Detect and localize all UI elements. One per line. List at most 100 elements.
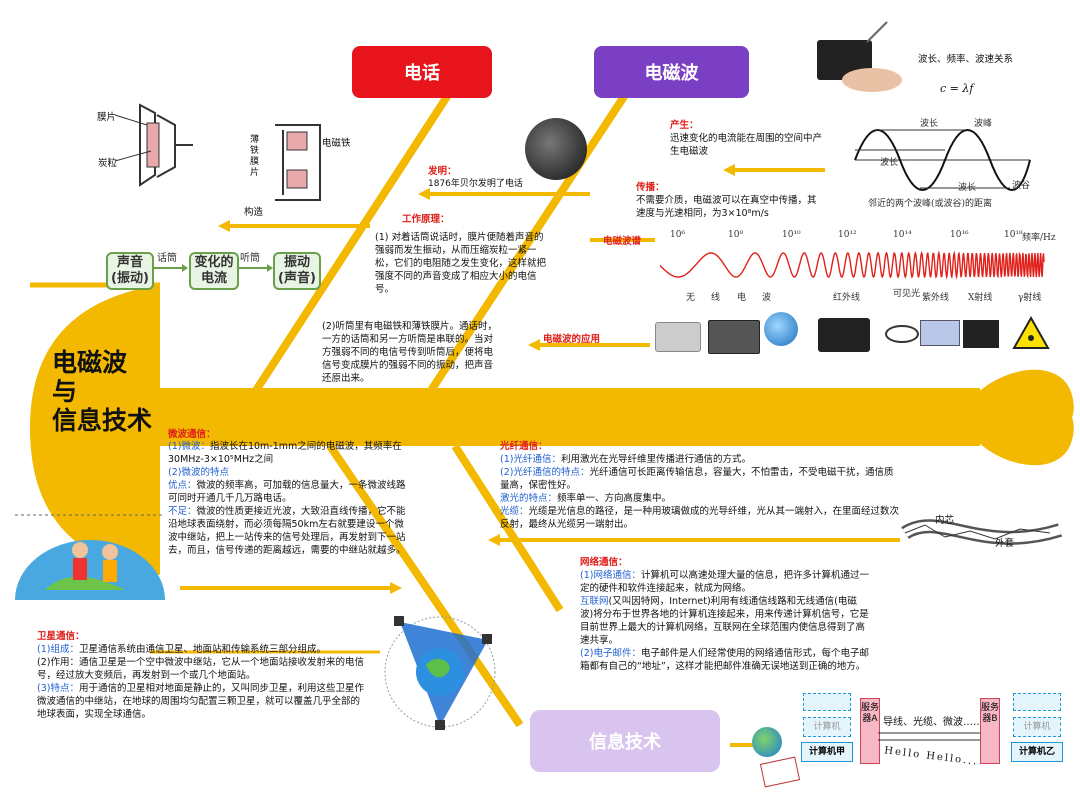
em-branch-title: 电磁波 xyxy=(644,63,699,84)
network-label: 网络通信： xyxy=(580,557,628,568)
wave-diagram xyxy=(854,129,1031,191)
band-gamma: γ射线 xyxy=(1018,293,1042,303)
server-b-box[interactable]: 服务器B xyxy=(980,698,1000,764)
spectrum-label: 电磁波谱 xyxy=(603,236,642,247)
satellite-label: 卫星通信： xyxy=(37,631,85,642)
principle-2-text: (2)听筒里有电磁铁和薄铁膜片。通话时，一方的话筒和另一方听筒是串联的。当对方强… xyxy=(322,321,497,384)
produce-text: 迅速变化的电流能在周围的空间中产生电磁波 xyxy=(670,133,823,157)
microwave-oven-icon xyxy=(708,320,760,354)
produce-label: 产生： xyxy=(670,120,699,131)
eye-icon xyxy=(885,325,919,343)
computer-a-dashed-box: 计算机 xyxy=(803,717,851,737)
band-radio-2: 线 xyxy=(711,293,721,303)
wave-wavelength-2: 波长 xyxy=(880,158,899,168)
freq-tick-7: 10¹⁸ xyxy=(1004,230,1023,240)
toaster-oven-icon xyxy=(818,318,870,352)
invention-label: 发明： xyxy=(428,166,457,177)
chain-arrow-receiver: 听筒 xyxy=(240,253,260,264)
computer-b-dashed-box: 计算机 xyxy=(1013,717,1061,737)
fiber-outer-sheath: 外套 xyxy=(995,538,1015,549)
freq-tick-2: 10⁸ xyxy=(728,230,744,240)
wave-crest: 波峰 xyxy=(974,119,993,129)
radiation-icon xyxy=(1012,316,1050,349)
band-ultraviolet: 紫外线 xyxy=(922,293,950,303)
wave-wavelength-3: 波长 xyxy=(958,183,977,193)
carbon-label: 炭粒 xyxy=(98,158,118,169)
fiber-cable-diagram xyxy=(901,519,1063,545)
freq-tick-5: 10¹⁴ xyxy=(893,230,912,240)
microwave-item1: (1)微波：指波长在10m-1mm之间的电磁波，其频率在30MHz-3×10⁵M… xyxy=(168,441,402,465)
computer-a-box[interactable]: 计算机甲 xyxy=(801,742,853,762)
chain-arrow-mic: 话筒 xyxy=(157,253,177,264)
satellite-item3: (3)特点：用于通信的卫星相对地面是静止的，又叫同步卫星，利用这些卫星作微波通信… xyxy=(37,683,364,720)
network-item1: (1)网络通信：计算机可以高速处理大量的信息，把许多计算机通过一定的硬件和软件连… xyxy=(580,570,869,594)
satellite-item1: (1)组成：卫星通信系统由通信卫星、地面站和传输系统三部分组成。 xyxy=(37,644,326,655)
chain-arrow-1 xyxy=(154,264,188,272)
spread-label: 传播： xyxy=(636,182,665,193)
chain-arrow-2 xyxy=(239,264,273,272)
phone-branch-box[interactable]: 电话 xyxy=(352,46,492,98)
wave-caption: 邻近的两个波峰(或波谷)的距离 xyxy=(868,199,993,209)
microwave-item2: (2)微波的特点 xyxy=(168,467,229,478)
freq-unit: 频率/Hz xyxy=(1022,233,1056,243)
microwave-adv: 优点：微波的频率高，可加载的信息量大，一条微波线路可同时开通几千几万路电话。 xyxy=(168,480,406,504)
earth-satellites-illustration xyxy=(384,616,496,730)
main-title-line1: 电磁波 xyxy=(52,348,128,377)
info-branch-box[interactable]: 信息技术 xyxy=(530,710,720,772)
freq-tick-6: 10¹⁶ xyxy=(950,230,969,240)
info-branch-title: 信息技术 xyxy=(589,732,661,753)
radio-icon xyxy=(655,322,701,352)
band-radio-1: 无 xyxy=(686,293,696,303)
freq-tick-3: 10¹⁰ xyxy=(782,230,801,240)
band-visible: 可见光 xyxy=(893,289,921,299)
electromagnet-label: 电磁铁 xyxy=(322,138,351,149)
network-item2: (2)电子邮件：电子邮件是人们经常使用的网络通信形式，每个电子邮箱都有自己的“地… xyxy=(580,648,869,672)
formula: c = λf xyxy=(940,82,974,95)
spread-text: 不需要介质，电磁波可以在真空中传播，其速度与光速相同，为3×10⁸m/s xyxy=(636,195,817,219)
spectrum-wave xyxy=(660,250,1045,280)
chain-sound-vibration: 声音 (振动) xyxy=(106,252,154,290)
fiber-label: 光纤通信： xyxy=(500,441,548,452)
invention-text: 1876年贝尔发明了电话 xyxy=(428,179,523,189)
server-a-box[interactable]: 服务器A xyxy=(860,698,880,764)
band-xray: X射线 xyxy=(968,293,993,303)
monitor-icon xyxy=(963,320,999,348)
children-earth-illustration xyxy=(15,514,165,600)
fiber-item1: (1)光纤通信：利用激光在光导纤维里传播进行通信的方式。 xyxy=(500,454,751,465)
microwave-dis: 不足：微波的性质更接近光波，大致沿直线传播，它不能沿地球表面绕射，而必须每隔50… xyxy=(168,506,406,556)
microphone-diagram xyxy=(114,103,193,187)
main-title: 电磁波 与 信息技术 xyxy=(52,348,152,435)
computer-a-dashed-top xyxy=(803,693,851,711)
em-branch-box[interactable]: 电磁波 xyxy=(594,46,749,98)
thin-iron-label: 薄铁膜片 xyxy=(250,135,260,178)
chain-changing-current: 变化的 电流 xyxy=(189,252,239,290)
apply-label: 电磁波的应用 xyxy=(543,334,601,345)
network-links-label: 导线、光缆、微波…… xyxy=(883,717,983,728)
bell-photo xyxy=(525,118,587,180)
band-infrared: 红外线 xyxy=(833,293,861,303)
satellite-item2: (2)作用：通信卫星是一个空中微波中继站，它从一个地面站接收发射来的电信号，经过… xyxy=(37,657,364,681)
spectrum-wave-path xyxy=(660,250,1045,280)
chain-vibration-sound: 振动 (声音) xyxy=(273,252,321,290)
fiber-laser: 激光的特点：频率单一、方向高度集中。 xyxy=(500,493,672,504)
xray-device-icon xyxy=(920,320,960,346)
band-radio-3: 电 xyxy=(737,293,747,303)
network-internet: 互联网(又叫因特网，Internet)利用有线通信线路和无线通信(电磁波)将分布… xyxy=(580,596,869,646)
fiber-inner-core: 内芯 xyxy=(935,515,955,526)
membrane-label: 膜片 xyxy=(97,112,117,123)
fiber-item2: (2)光纤通信的特点：光纤通信可长距离传输信息，容量大，不怕雷击，不受电磁干扰，… xyxy=(500,467,894,491)
computer-b-box[interactable]: 计算机乙 xyxy=(1011,742,1063,762)
band-radio-4: 波 xyxy=(762,293,772,303)
phone-branch-title: 电话 xyxy=(404,63,440,84)
microwave-label: 微波通信： xyxy=(168,429,216,440)
computer-b-dashed-top xyxy=(1013,693,1061,711)
fish-tail xyxy=(960,369,1074,466)
principle-label: 工作原理： xyxy=(402,214,450,225)
radio-photo xyxy=(817,21,902,92)
wave-wavelength-1: 波长 xyxy=(920,119,939,129)
satellite-dish-icon xyxy=(764,312,798,346)
structure-label: 构造 xyxy=(244,207,264,218)
fiber-cable: 光缆：光缆是光信息的路径，是一种用玻璃做成的光导纤维，光从其一端射入，在里面经过… xyxy=(500,506,900,530)
freq-tick-1: 10⁶ xyxy=(670,230,686,240)
